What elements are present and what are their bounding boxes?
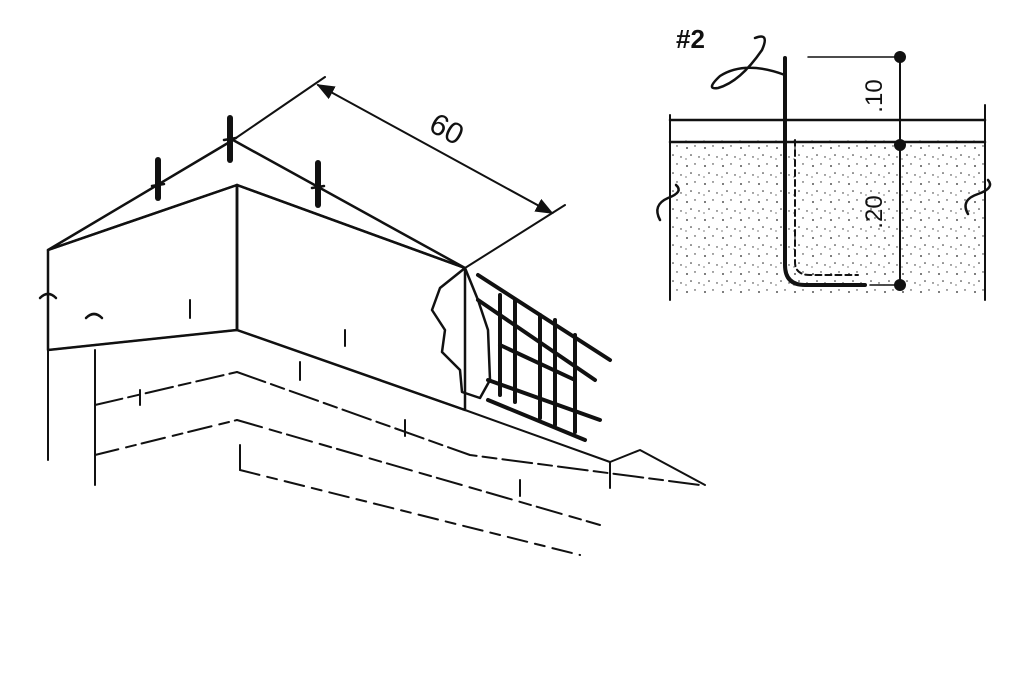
section-concrete [670, 140, 985, 298]
wall-courses-left [47, 329, 238, 486]
dim-tick-bottom [894, 279, 906, 291]
beam-left-face [46, 183, 239, 352]
isometric-bond-beam: 60 [38, 76, 706, 556]
dimension-60-label: 60 [424, 107, 469, 152]
wall-courses-right [236, 329, 706, 556]
section-detail: #2 .10 .20 [656, 24, 992, 301]
dim-top-label: .10 [861, 79, 888, 112]
section-break-left [656, 183, 680, 222]
bar-label: #2 [676, 24, 705, 54]
section-break-right [964, 178, 992, 216]
dim-tick-mid [894, 139, 906, 151]
beam-broken-end [430, 266, 492, 400]
beam-top-face [46, 138, 467, 270]
section-rebar-hook [783, 56, 867, 287]
rebar-cage [476, 273, 612, 442]
dim-tick-top [894, 51, 906, 63]
dimension-60: 60 [232, 76, 566, 269]
head-joints [139, 299, 611, 497]
dim-bottom-label: .20 [861, 195, 888, 228]
bar-leader [710, 35, 787, 90]
beam-right-face [235, 183, 467, 412]
break-marks [38, 292, 104, 320]
